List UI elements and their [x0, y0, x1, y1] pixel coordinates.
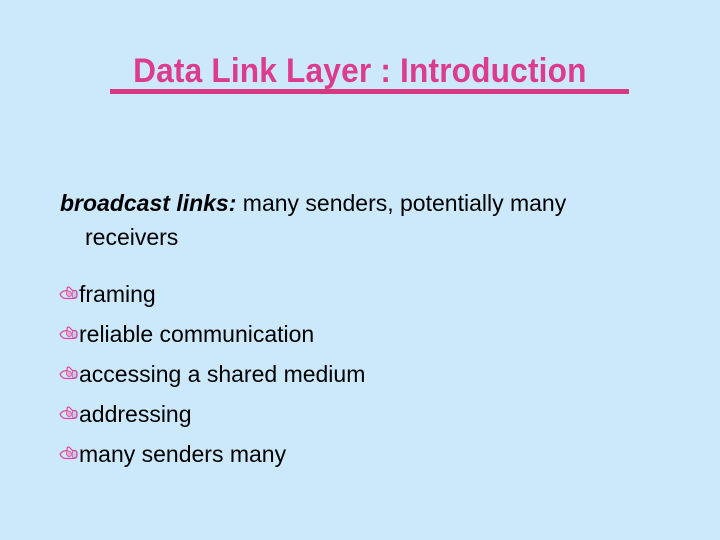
list-item-label: framing	[79, 281, 156, 307]
list-item: framing	[58, 274, 678, 314]
pointing-hand-icon	[58, 274, 79, 314]
list-item: reliable communication	[58, 314, 678, 354]
pointing-hand-icon	[58, 314, 79, 354]
page-title: Data Link Layer : Introduction	[133, 52, 587, 90]
list-item: accessing a shared medium	[58, 354, 678, 394]
intro-description: many senders, potentially many receivers	[85, 190, 567, 250]
intro-paragraph: broadcast links: many senders, potential…	[60, 186, 660, 254]
list-item-label: reliable communication	[79, 321, 315, 347]
title-underline	[110, 89, 629, 94]
list-item: addressing	[58, 394, 678, 434]
list-item-label: accessing a shared medium	[79, 361, 366, 387]
bullet-list: framing reliable communication acces	[58, 274, 678, 474]
intro-lead-term: broadcast links:	[60, 190, 237, 216]
list-item-label: addressing	[79, 401, 192, 427]
pointing-hand-icon	[58, 354, 79, 394]
pointing-hand-icon	[58, 394, 79, 434]
title-block: Data Link Layer : Introduction	[0, 52, 720, 94]
pointing-hand-icon	[58, 434, 79, 474]
list-item-label: many senders many	[79, 441, 287, 467]
list-item: many senders many	[58, 434, 678, 474]
